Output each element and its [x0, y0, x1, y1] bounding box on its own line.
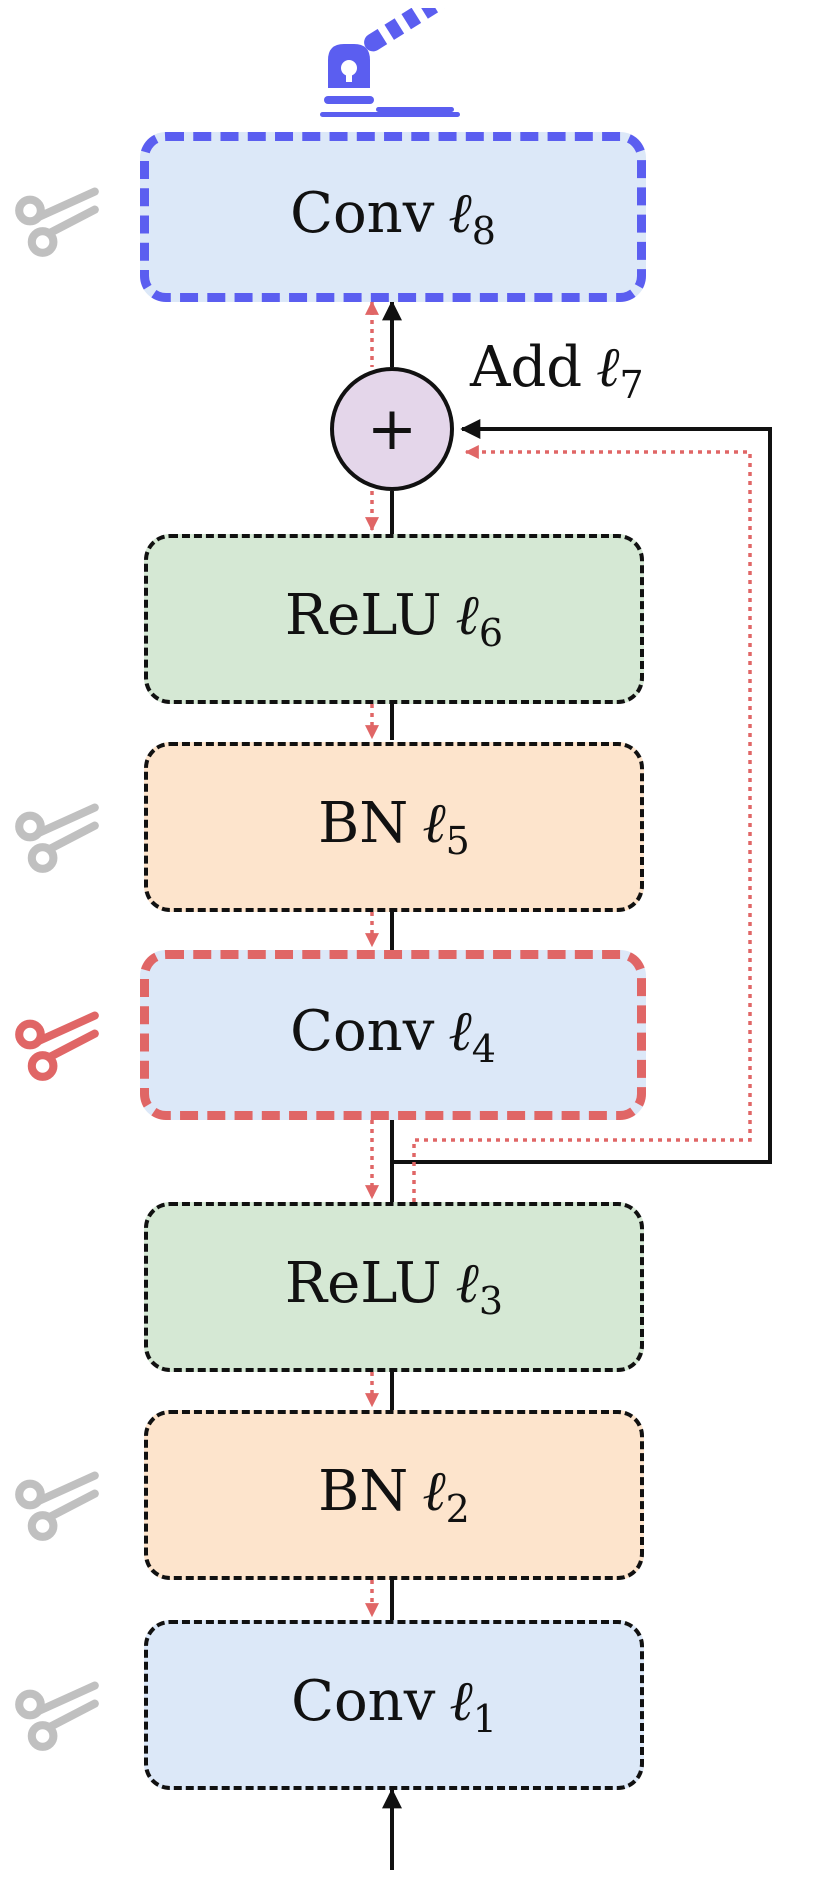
gradient-path: [365, 300, 752, 1618]
skip-connection: [392, 419, 772, 1164]
scissors-icon[interactable]: [12, 1664, 102, 1754]
scissors-icon[interactable]: [12, 1454, 102, 1544]
add-node[interactable]: +: [330, 367, 454, 491]
plus-icon: +: [366, 394, 418, 464]
scissors-icon[interactable]: [12, 170, 102, 260]
barrier-icon: [320, 0, 460, 126]
scissors-icon[interactable]: [12, 786, 102, 876]
forward-path: [382, 300, 772, 1870]
scissors-icon-active[interactable]: [12, 994, 102, 1084]
